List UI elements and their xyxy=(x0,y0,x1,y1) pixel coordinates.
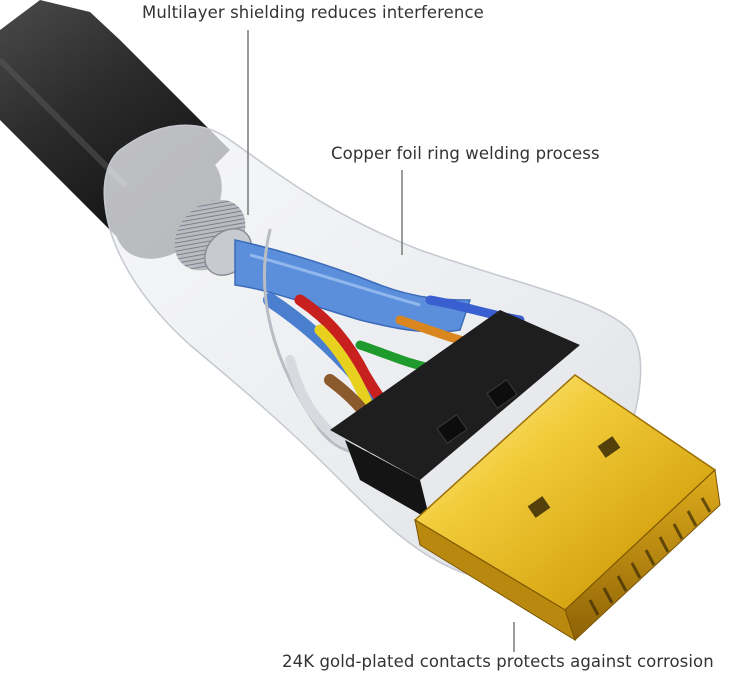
callout-gold-plated-contacts: 24K gold-plated contacts protects agains… xyxy=(282,652,714,671)
leader-lines xyxy=(247,30,515,652)
callout-copper-foil-welding: Copper foil ring welding process xyxy=(331,144,600,163)
callout-multilayer-shielding: Multilayer shielding reduces interferenc… xyxy=(142,3,484,22)
connector-frame xyxy=(330,310,580,480)
gold-contacts xyxy=(588,497,712,616)
